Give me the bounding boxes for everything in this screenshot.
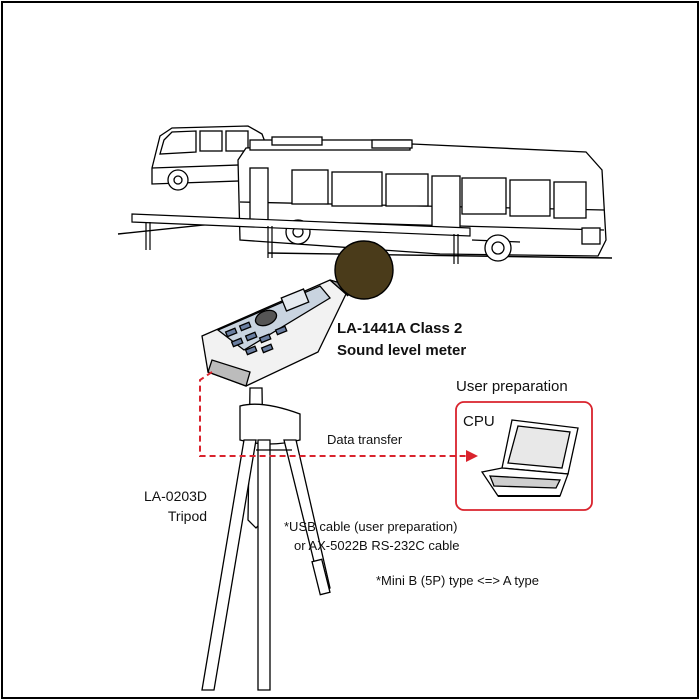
cpu-label: CPU [463,413,495,430]
bus-icon [237,136,607,262]
user-preparation-box [455,401,593,511]
tripod-label: LA-0203D Tripod [144,486,207,526]
arrow-right-icon [466,450,478,462]
cable-line-2: or AX-5022B RS-232C cable [294,538,460,553]
guardrail-icon [131,213,471,264]
tripod-icon [201,387,331,691]
tripod-name: Tripod [167,508,208,524]
windscreen-icon [334,240,394,300]
meter-name: Sound level meter [337,342,467,359]
meter-model: LA-1441A Class 2 [337,320,463,337]
user-preparation-label: User preparation [456,378,568,395]
data-transfer-label: Data transfer [327,432,403,447]
data-transfer-line [199,371,466,457]
laptop-icon [480,419,579,497]
cable-note: *USB cable (user preparation) or AX-5022… [284,517,459,555]
connector-note: *Mini B (5P) type <=> A type [376,573,539,588]
cable-line-1: *USB cable (user preparation) [284,519,458,534]
tripod-model: LA-0203D [144,488,208,504]
meter-title: LA-1441A Class 2 Sound level meter [337,318,466,362]
sound-level-meter-icon [201,279,353,387]
